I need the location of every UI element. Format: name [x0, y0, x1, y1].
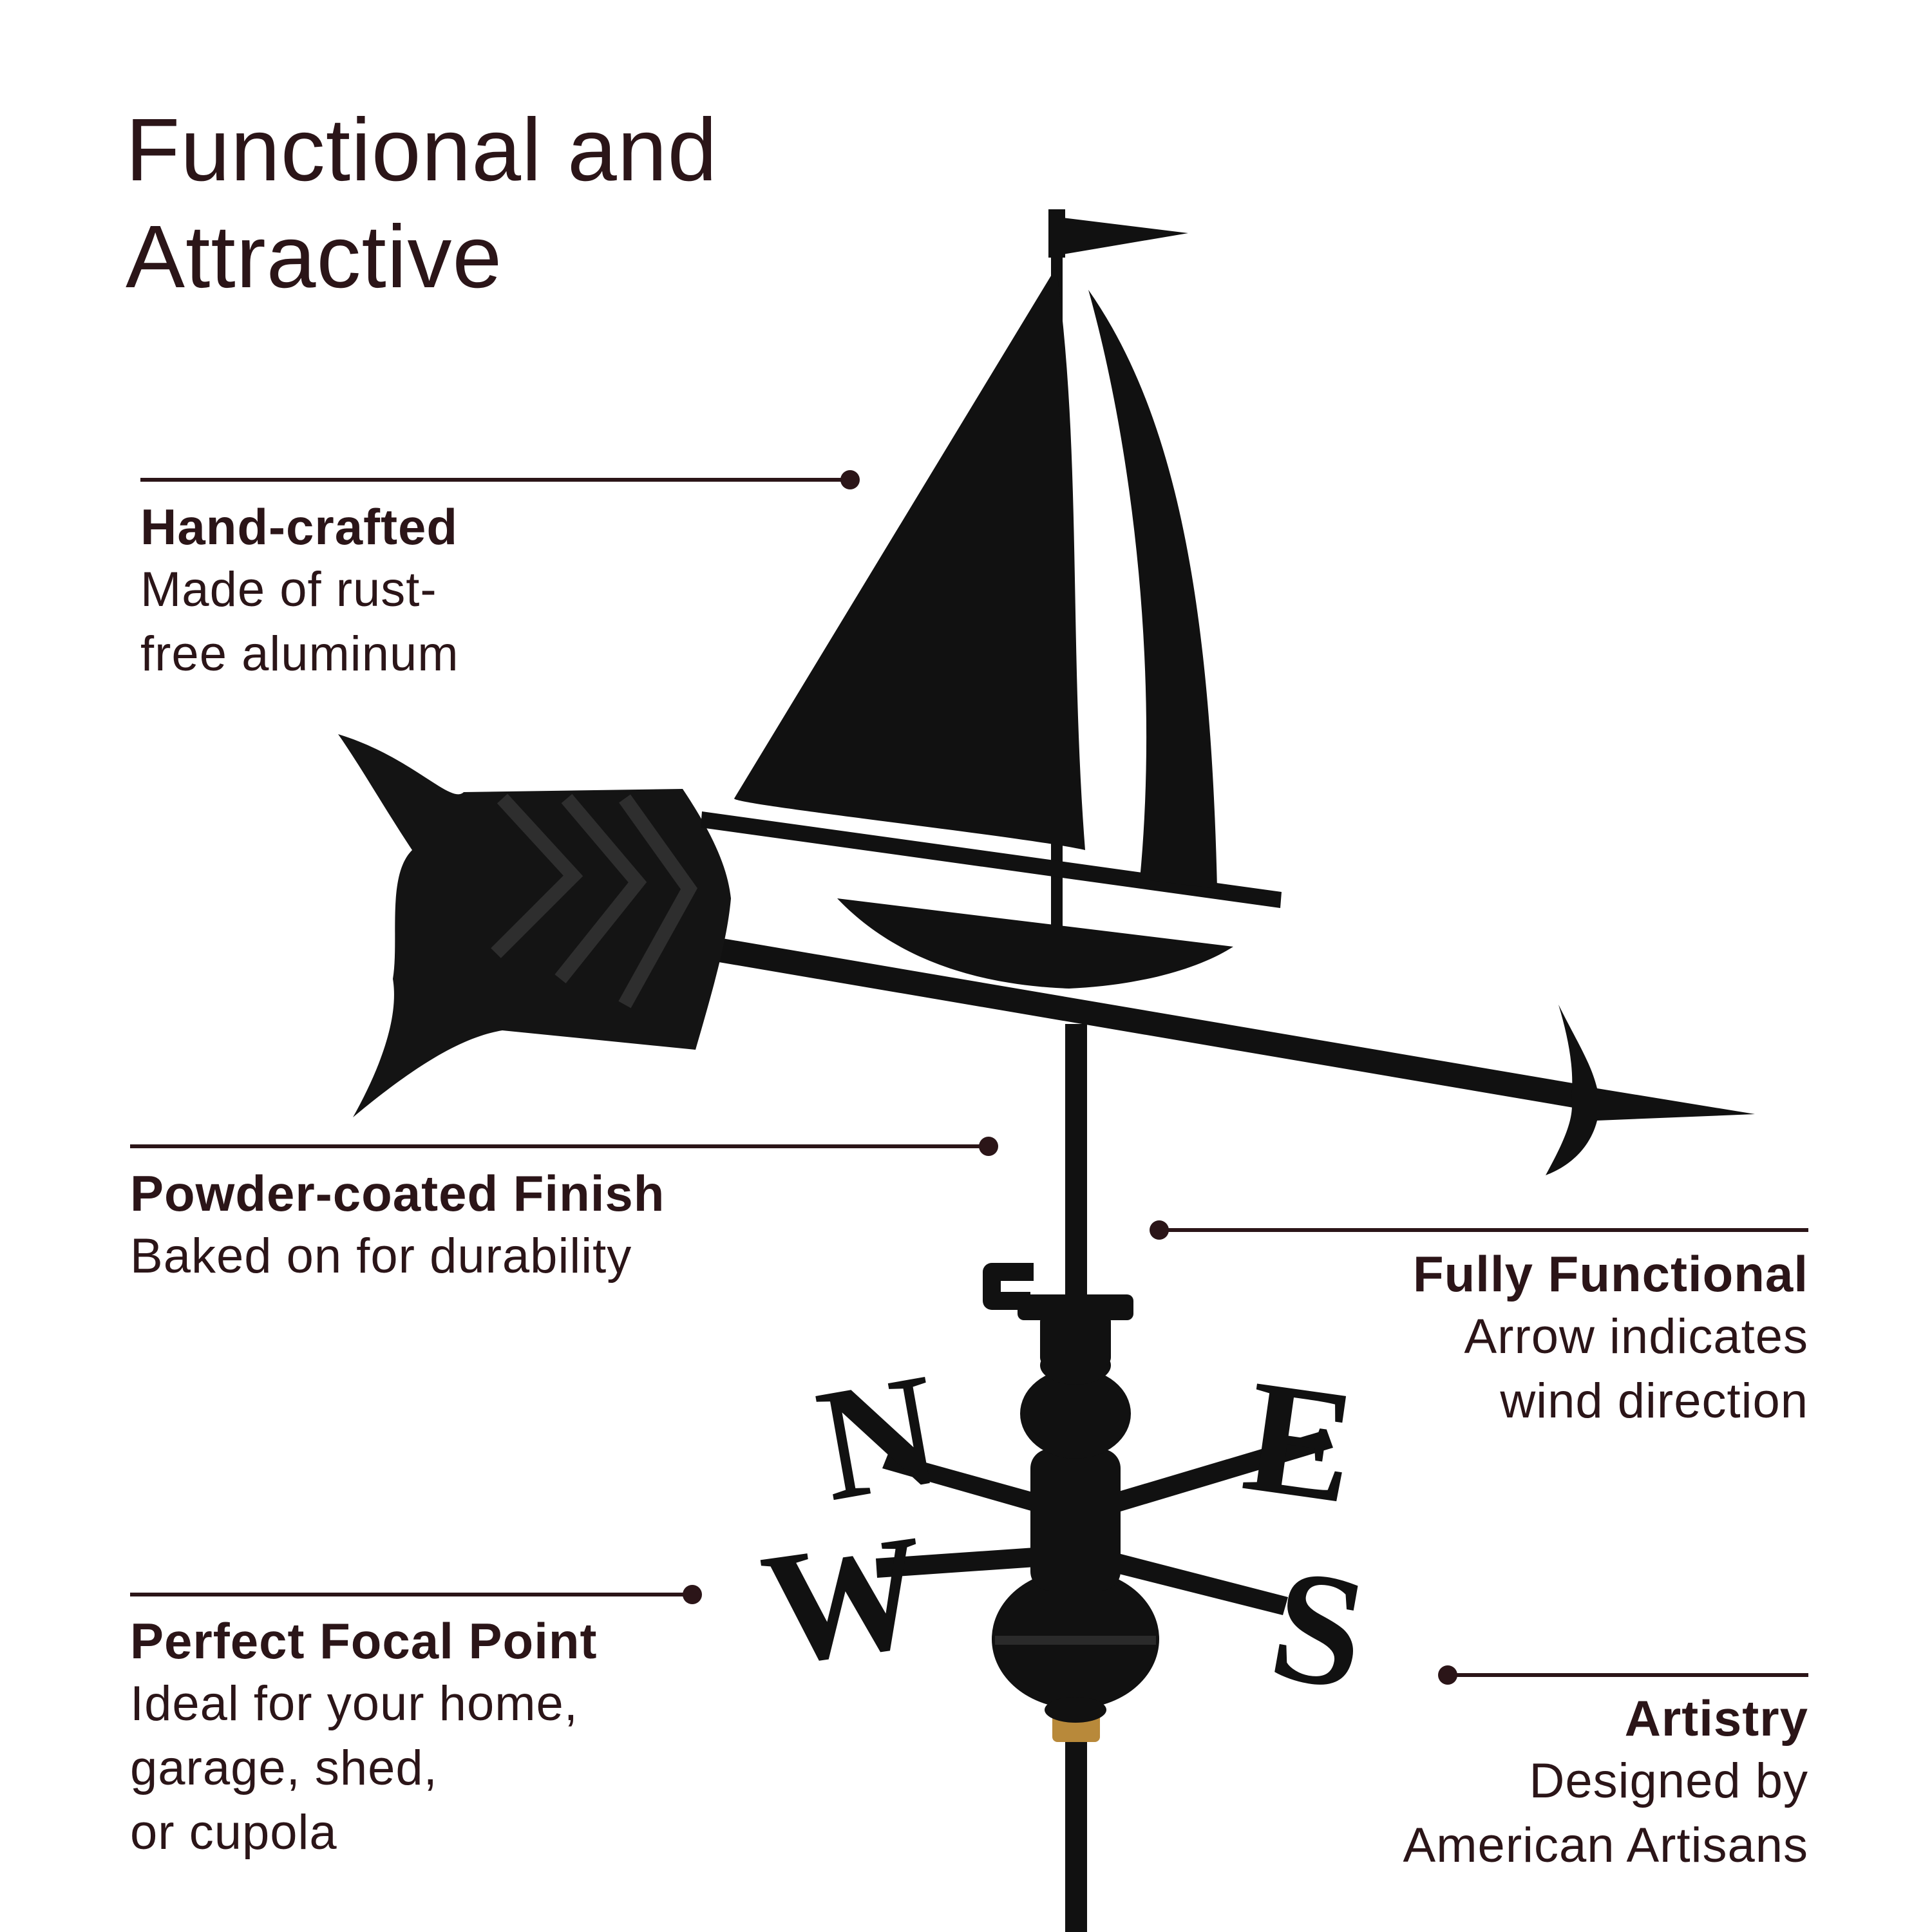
sailboat-boom	[701, 811, 1282, 908]
leader-line-hand-crafted	[140, 478, 849, 482]
feature-description: Made of rust- free aluminum	[140, 562, 459, 681]
main-sail	[734, 267, 1085, 850]
pennant-flag	[1063, 218, 1188, 254]
compass-letter-e: E	[1235, 1346, 1366, 1538]
leader-line-fully-functional	[1159, 1228, 1808, 1232]
compass-letter-w: W	[753, 1501, 937, 1700]
feature-powder-coated: Powder-coated Finish Baked on for durabi…	[130, 1162, 665, 1289]
leader-line-focal-point	[130, 1593, 690, 1596]
leader-line-artistry	[1448, 1673, 1808, 1677]
leader-line-powder-coated	[130, 1144, 987, 1148]
page-title: Functional and Attractive	[126, 97, 717, 310]
feature-description: Designed by American Artisans	[1403, 1754, 1808, 1873]
arrowhead	[1546, 1005, 1755, 1175]
title-line-1: Functional and	[126, 100, 718, 200]
rod-hook	[983, 1263, 1034, 1310]
feature-heading: Perfect Focal Point	[130, 1613, 598, 1669]
feature-heading: Powder-coated Finish	[130, 1165, 665, 1222]
sailboat-hull	[837, 898, 1233, 989]
feature-description: Baked on for durability	[130, 1229, 632, 1283]
leader-dot-hand-crafted	[840, 470, 860, 489]
jib-sail	[1088, 290, 1217, 889]
feature-heading: Artistry	[1624, 1690, 1808, 1747]
feature-heading: Hand-crafted	[140, 498, 459, 555]
feature-fully-functional: Fully Functional Arrow indicates wind di…	[1413, 1243, 1808, 1434]
feature-heading: Fully Functional	[1413, 1245, 1808, 1302]
feature-hand-crafted: Hand-crafted Made of rust- free aluminum	[140, 496, 459, 687]
title-line-2: Attractive	[126, 207, 503, 307]
leader-dot-focal-point	[683, 1585, 702, 1604]
arrow-fletching	[338, 734, 731, 1117]
feature-artistry: Artistry Designed by American Artisans	[1403, 1687, 1808, 1878]
feature-description: Ideal for your home, garage, shed, or cu…	[130, 1676, 578, 1860]
feature-focal-point: Perfect Focal Point Ideal for your home,…	[130, 1610, 598, 1865]
fletching-chevrons	[491, 793, 697, 1009]
feature-description: Arrow indicates wind direction	[1464, 1309, 1808, 1428]
compass-hub	[1030, 1449, 1121, 1591]
leader-dot-powder-coated	[979, 1137, 998, 1156]
compass-letter-s: S	[1259, 1533, 1378, 1725]
compass-arms	[876, 1430, 1333, 1615]
